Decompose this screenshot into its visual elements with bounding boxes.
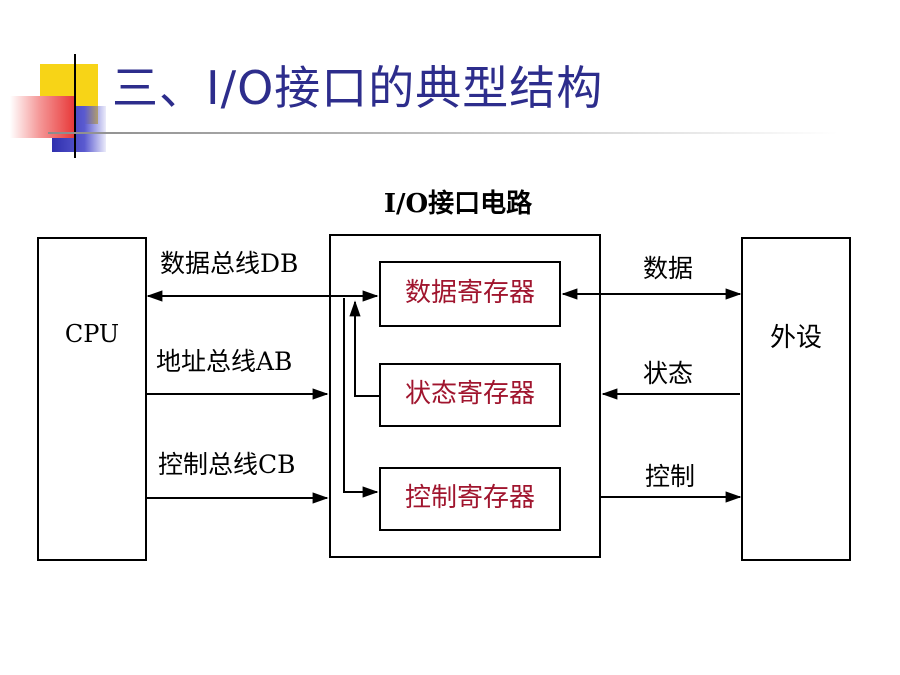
page-title: 三、I/O接口的典型结构	[112, 61, 604, 115]
control-register-label: 控制寄存器	[405, 483, 535, 513]
status-register-label: 状态寄存器	[405, 379, 535, 409]
cpu-box	[37, 237, 147, 561]
bus-to-control-connector	[343, 298, 379, 498]
device-box	[741, 237, 851, 561]
control-register-box	[379, 467, 561, 531]
interface-box	[329, 234, 601, 558]
status-to-bus-connector	[349, 300, 380, 397]
decor-vertical-line	[74, 54, 76, 158]
title-divider	[48, 132, 838, 134]
data-register-box	[379, 261, 561, 327]
data-bus-label: 数据总线DB	[160, 249, 298, 278]
data-register-label: 数据寄存器	[405, 278, 535, 308]
address-bus-label: 地址总线AB	[156, 347, 292, 376]
device-data-label: 数据	[643, 254, 693, 283]
decor-red-square	[10, 96, 74, 138]
cpu-label: CPU	[65, 320, 119, 348]
device-control-label: 控制	[645, 462, 695, 491]
control-bus-label: 控制总线CB	[158, 450, 296, 479]
interface-label: I/O接口电路	[384, 188, 533, 219]
device-status-label: 状态	[643, 359, 693, 388]
device-label: 外设	[770, 323, 822, 353]
